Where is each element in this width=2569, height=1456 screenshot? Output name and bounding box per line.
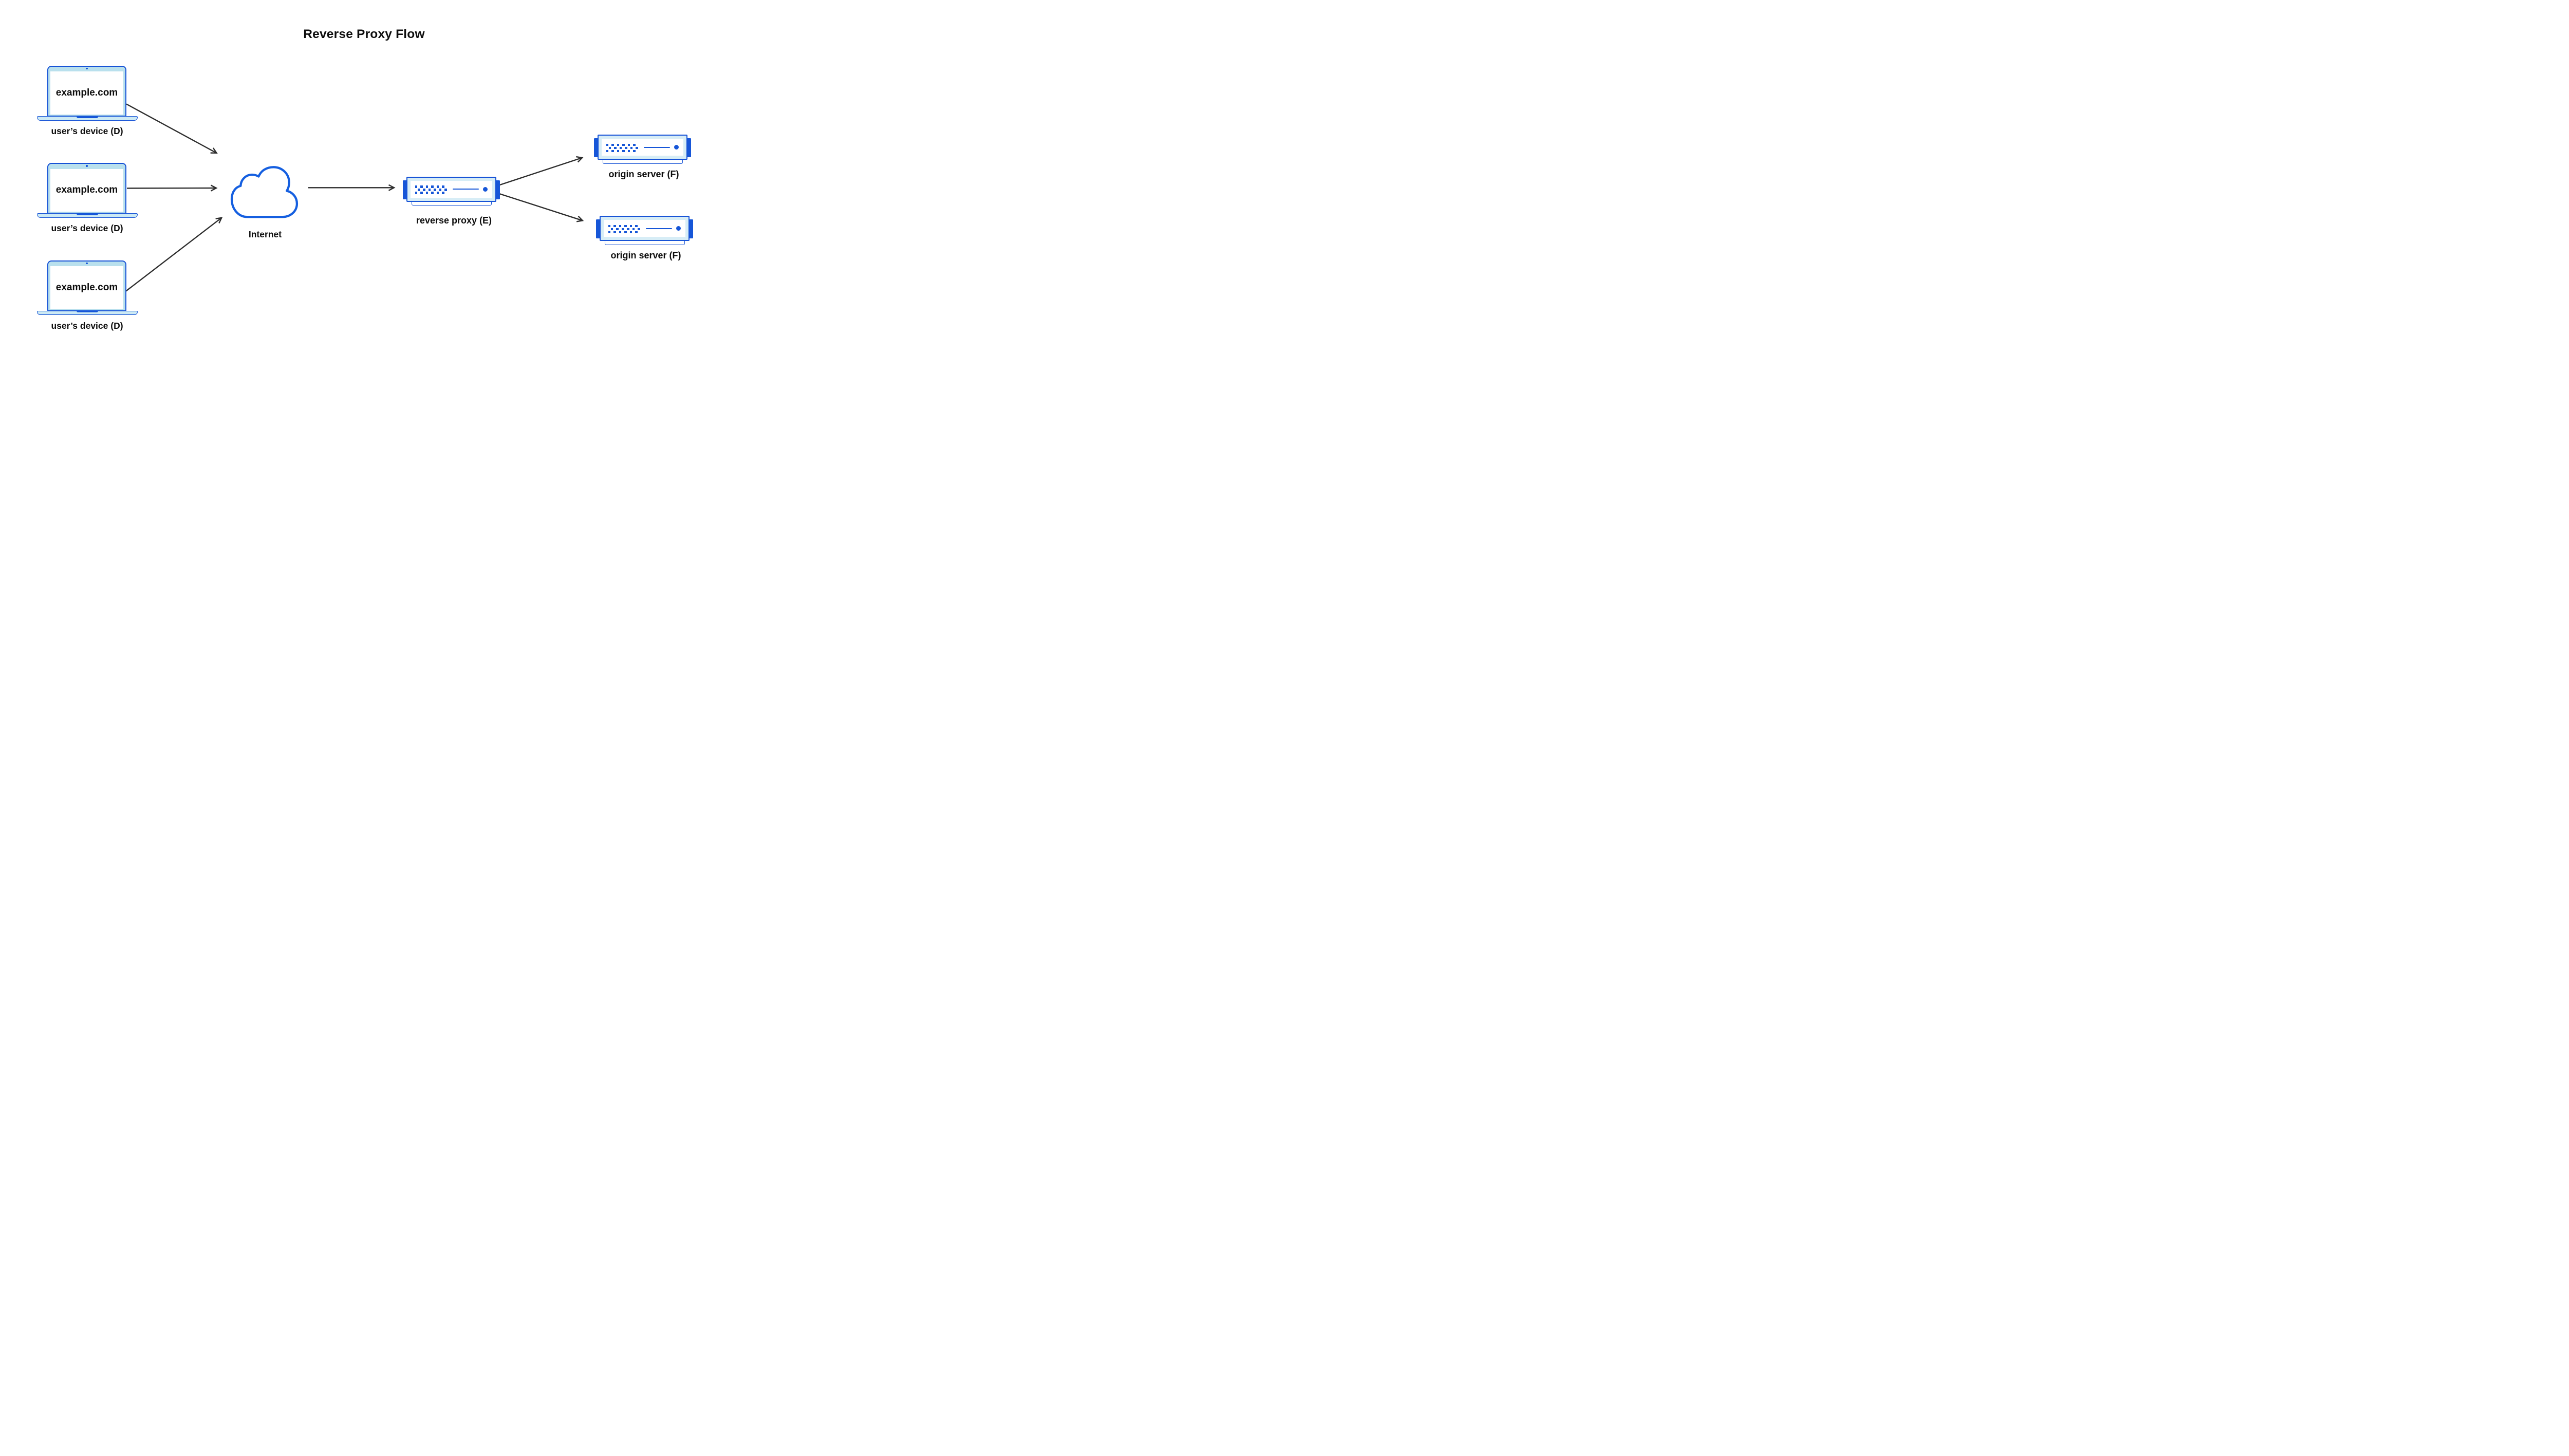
server-vent-dots-icon	[608, 225, 640, 234]
server-chassis	[598, 135, 687, 160]
origin-server-1-icon	[594, 135, 691, 164]
arrow-device3-to-internet	[125, 217, 223, 292]
laptop-lid: example.com	[47, 260, 126, 311]
server-side-tab-icon	[596, 219, 600, 238]
device-label: user’s device (D)	[51, 126, 123, 136]
server-chassis	[406, 176, 496, 202]
server-vent-dots-icon	[606, 143, 638, 153]
laptop-base-notch	[76, 213, 98, 215]
laptop-screen: example.com	[50, 169, 123, 212]
laptop-base	[36, 116, 138, 121]
device-label: user’s device (D)	[51, 223, 123, 234]
screen-url-text: example.com	[55, 184, 118, 196]
laptop-base-notch	[76, 310, 98, 313]
screen-url-text: example.com	[55, 282, 118, 293]
server-power-dot-icon	[676, 226, 681, 231]
user-device-1: example.com user’s device (D)	[36, 66, 138, 139]
server-side-tab-icon	[403, 180, 407, 199]
reverse-proxy-flow-diagram: Reverse Proxy Flow example.com user’s de…	[0, 0, 728, 364]
server-power-dot-icon	[483, 186, 488, 192]
internet-label: Internet	[248, 229, 282, 239]
server-side-tab-icon	[689, 219, 693, 238]
user-device-3: example.com user’s device (D)	[36, 260, 138, 333]
user-device-2: example.com user’s device (D)	[36, 163, 138, 236]
reverse-proxy-label: reverse proxy (E)	[416, 215, 492, 226]
internet-cloud-icon	[230, 166, 299, 218]
origin-server-1-label: origin server (F)	[608, 169, 679, 179]
laptop-base-notch	[76, 116, 98, 118]
reverse-proxy-server-icon	[403, 176, 500, 207]
arrow-proxy-to-origin1	[498, 156, 584, 186]
laptop-base	[36, 310, 138, 315]
laptop-camera-dot	[86, 68, 88, 70]
server-power-dot-icon	[674, 145, 679, 150]
arrow-proxy-to-origin2	[498, 193, 584, 222]
laptop-lid: example.com	[47, 66, 126, 117]
diagram-title: Reverse Proxy Flow	[303, 27, 425, 41]
server-slot-line-icon	[452, 189, 479, 190]
origin-server-2-label: origin server (F)	[610, 250, 681, 260]
screen-url-text: example.com	[55, 87, 118, 98]
laptop-camera-dot	[86, 262, 88, 264]
server-slot-line-icon	[643, 146, 670, 148]
laptop-lid: example.com	[47, 163, 126, 214]
server-chassis	[600, 216, 690, 241]
laptop-screen: example.com	[50, 266, 123, 309]
server-side-tab-icon	[687, 138, 691, 157]
server-side-tab-icon	[594, 138, 598, 157]
arrow-device1-to-internet	[126, 103, 218, 154]
server-slot-line-icon	[645, 228, 672, 229]
laptop-screen: example.com	[50, 71, 123, 115]
laptop-camera-dot	[86, 165, 88, 167]
server-side-tab-icon	[496, 180, 500, 199]
flow-arrows-layer	[125, 103, 584, 292]
device-label: user’s device (D)	[51, 320, 123, 331]
origin-server-2-icon	[596, 216, 693, 246]
laptop-base	[36, 213, 138, 218]
server-vent-dots-icon	[415, 185, 447, 194]
